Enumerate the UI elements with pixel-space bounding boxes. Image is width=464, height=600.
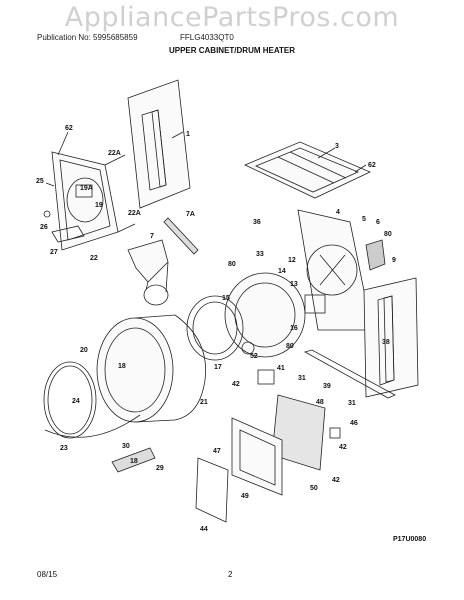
callout-46: 46 <box>350 420 358 427</box>
callout-17: 17 <box>214 364 222 371</box>
part-gasket-7A <box>163 217 199 255</box>
footer-date: 08/15 <box>37 570 58 579</box>
callout-24: 24 <box>72 398 80 405</box>
callout-14: 14 <box>278 268 286 275</box>
callout-29: 29 <box>156 465 164 472</box>
callout-9: 9 <box>392 257 396 264</box>
callout-31: 31 <box>348 400 356 407</box>
part-drum-ring-20 <box>43 361 97 439</box>
callout-44: 44 <box>200 526 208 533</box>
callout-21: 21 <box>200 399 208 406</box>
callout-12: 12 <box>288 257 296 264</box>
part-screw-26 <box>43 210 51 218</box>
part-rear-bulkhead-4 <box>297 209 373 331</box>
callout-36: 36 <box>253 219 261 226</box>
part-bracket-41 <box>257 369 275 385</box>
callout-13: 13 <box>290 281 298 288</box>
callout-18: 18 <box>118 363 126 370</box>
callout-42: 42 <box>339 444 347 451</box>
callout-33: 33 <box>256 251 264 258</box>
callout-19A: 19A <box>80 185 93 192</box>
part-gasket-44 <box>195 457 229 523</box>
callout-31: 31 <box>298 375 306 382</box>
callout-19: 19 <box>95 202 103 209</box>
part-46 <box>329 427 341 439</box>
callout-80: 80 <box>286 343 294 350</box>
part-panel-1 <box>127 79 191 209</box>
callout-47: 47 <box>213 448 221 455</box>
model-number: FFLG4033QT0 <box>180 33 234 42</box>
callout-22A: 22A <box>108 150 121 157</box>
part-rail-39 <box>303 349 396 399</box>
part-bracket-27 <box>51 225 85 243</box>
part-heater-cover-48 <box>271 394 326 471</box>
callout-42: 42 <box>232 381 240 388</box>
callout-39: 39 <box>323 383 331 390</box>
callout-15: 15 <box>222 295 230 302</box>
callout-80: 80 <box>384 231 392 238</box>
callout-18: 18 <box>130 458 138 465</box>
callout-20: 20 <box>80 347 88 354</box>
callout-5: 5 <box>362 216 366 223</box>
callout-16: 16 <box>290 325 298 332</box>
publication-number: Publication No: 5995685859 <box>37 33 138 42</box>
callout-22: 22 <box>90 255 98 262</box>
callout-80: 80 <box>228 261 236 268</box>
callout-3: 3 <box>335 143 339 150</box>
page-number: 2 <box>228 570 233 579</box>
callout-38: 38 <box>382 339 390 346</box>
callout-27: 27 <box>50 249 58 256</box>
part-52 <box>241 341 255 355</box>
part-top-frame-3 <box>244 141 371 199</box>
callout-50: 50 <box>310 485 318 492</box>
callout-7: 7 <box>150 233 154 240</box>
part-heater-box-47 <box>231 417 283 496</box>
callout-42: 42 <box>332 477 340 484</box>
drawing-code: P17U0080 <box>393 536 427 543</box>
part-drum-21 <box>96 314 207 423</box>
callout-49: 49 <box>241 493 249 500</box>
callout-30: 30 <box>122 443 130 450</box>
callout-6: 6 <box>376 219 380 226</box>
part-front-bulkhead-15 <box>224 272 306 358</box>
callout-4: 4 <box>336 209 340 216</box>
callout-1: 1 <box>186 131 190 138</box>
callout-62: 62 <box>65 125 73 132</box>
callout-48: 48 <box>316 399 324 406</box>
part-vent-grill-9 <box>365 239 386 271</box>
callout-7A: 7A <box>186 211 195 218</box>
part-front-console-22 <box>51 151 136 251</box>
callout-22A: 22A <box>128 210 141 217</box>
part-seal-17 <box>186 295 244 361</box>
callout-62: 62 <box>368 162 376 169</box>
callout-25: 25 <box>36 178 44 185</box>
part-belt-23 <box>44 414 141 438</box>
callout-26: 26 <box>40 224 48 231</box>
page-title: UPPER CABINET/DRUM HEATER <box>168 46 296 55</box>
watermark: AppliancePartsPros.com <box>64 2 400 33</box>
part-bracket-30 <box>111 447 156 473</box>
callout-52: 52 <box>250 353 258 360</box>
part-rear-panel-38 <box>363 277 419 398</box>
part-duct-7 <box>127 239 169 306</box>
callout-23: 23 <box>60 445 68 452</box>
callout-41: 41 <box>277 365 285 372</box>
